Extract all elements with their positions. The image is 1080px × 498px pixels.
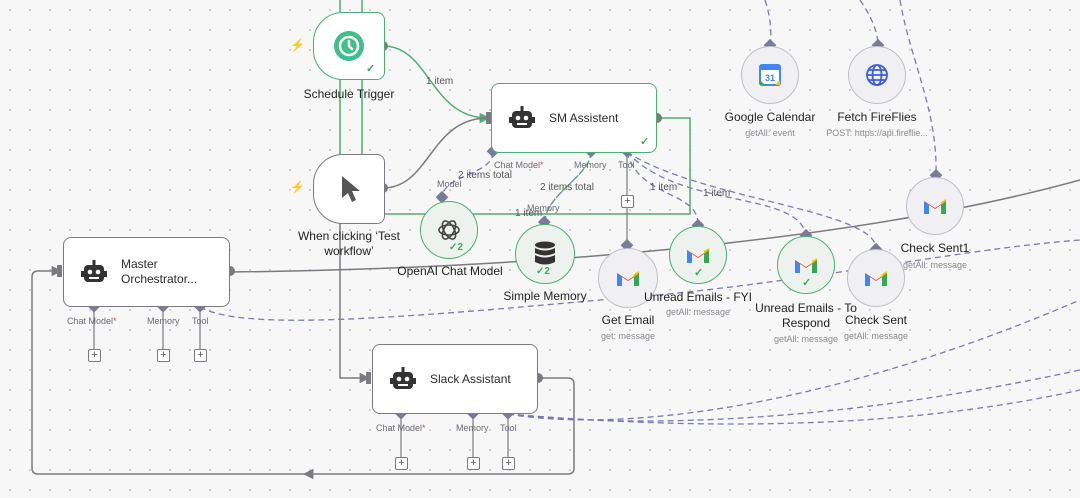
gmail-icon (687, 248, 709, 263)
gmail-icon (865, 271, 887, 286)
globe-icon (866, 64, 888, 86)
google-calendar-icon: 31 (759, 64, 781, 86)
sm-assistent-title: SM Assistent (549, 110, 619, 125)
gmail-icon (617, 271, 639, 286)
openai-chat-model-label: OpenAI Chat Model (397, 264, 503, 278)
port-chat-model-label: Chat Model* (494, 160, 544, 170)
port-memory-label: Memory (456, 423, 489, 433)
robot-icon (390, 367, 416, 389)
unread-emails-fyi-label: Unread Emails - FYI (643, 290, 753, 304)
robot-icon (509, 106, 535, 128)
master-orchestrator-node[interactable]: Master Orchestrator... (63, 237, 230, 307)
check-sent1-node[interactable] (906, 177, 964, 235)
simple-memory-node[interactable]: ✓2 (515, 224, 575, 284)
bolt-icon: ⚡ (290, 38, 305, 52)
connection-label: 1 item (650, 182, 678, 193)
check-sent1-label: Check Sent1 (900, 241, 970, 255)
wire-sm-out (383, 117, 691, 215)
robot-icon (81, 260, 107, 282)
check-icon: ✓ (694, 267, 704, 279)
port-tool-label: Tool (618, 160, 635, 170)
google-calendar-subtitle: getAll: event (745, 128, 795, 138)
check-sent1-subtitle: getAll: message (902, 260, 968, 270)
unread-emails-respond-node[interactable]: ✓ (777, 236, 835, 294)
port-memory-label: Memory (147, 316, 180, 326)
google-calendar-label: Google Calendar (724, 110, 816, 124)
port-tool-label: Tool (500, 423, 517, 433)
schedule-trigger-label: Schedule Trigger (303, 87, 395, 101)
check-sent-label: Check Sent (844, 313, 908, 327)
unread-emails-fyi-subtitle: getAll: message (665, 307, 731, 317)
cursor-icon (342, 176, 360, 202)
connection-label: 2 items total (540, 182, 594, 193)
gmail-icon (924, 199, 946, 214)
wire-top-green (339, 0, 363, 12)
openai-icon (438, 220, 460, 240)
get-email-label: Get Email (601, 313, 655, 327)
sm-assistent-node[interactable]: SM Assistent ✓ (491, 83, 657, 153)
add-chat-model-button[interactable]: + (88, 349, 101, 362)
wire-manual-to-sm (382, 117, 489, 189)
wire-master-out (229, 179, 1080, 273)
wire-slack-out (302, 377, 575, 480)
add-memory-button[interactable]: + (467, 457, 480, 470)
port-model-label: Model (437, 179, 462, 189)
run-count-badge: ✓2 (449, 242, 463, 253)
get-email-node[interactable] (598, 248, 658, 308)
master-orchestrator-title: Master Orchestrator... (121, 257, 198, 286)
connection-label: 2 items total (458, 170, 512, 181)
get-email-subtitle: get: message (600, 331, 656, 341)
svg-text:31: 31 (765, 73, 775, 83)
connection-label: 1 item (426, 76, 454, 87)
manual-trigger-node[interactable] (313, 154, 385, 224)
port-chat-model-label: Chat Model* (376, 423, 426, 433)
add-tool-button[interactable]: + (621, 195, 634, 208)
manual-trigger-label: When clicking ‘Test workflow’ (297, 229, 401, 258)
database-icon (535, 241, 555, 265)
check-icon: ✓ (366, 63, 376, 75)
wire-loop-left (31, 265, 305, 475)
port-memory-label: Memory (527, 203, 560, 213)
unread-emails-respond-subtitle: getAll: message (773, 334, 839, 344)
clock-icon (334, 31, 364, 61)
wire-green-vertical (339, 78, 363, 155)
fetch-fireflies-subtitle: POST: https://api.fireflie... (826, 128, 928, 138)
add-memory-button[interactable]: + (157, 349, 170, 362)
fetch-fireflies-label: Fetch FireFlies (837, 110, 917, 124)
bolt-icon: ⚡ (290, 180, 305, 194)
schedule-trigger-node[interactable]: ✓ (313, 12, 385, 80)
connection-label: 1 item (515, 208, 543, 219)
simple-memory-label: Simple Memory (503, 289, 587, 303)
add-tool-button[interactable]: + (502, 457, 515, 470)
check-icon: ✓ (802, 277, 812, 289)
google-calendar-node[interactable]: 31 (741, 46, 799, 104)
unread-emails-fyi-node[interactable]: ✓ (669, 226, 727, 284)
slack-assistant-node[interactable]: Slack Assistant (372, 344, 538, 414)
wire-left-vertical (339, 222, 371, 384)
port-tool-label: Tool (192, 316, 209, 326)
wire-schedule-to-sm (382, 45, 491, 124)
add-chat-model-button[interactable]: + (395, 457, 408, 470)
fetch-fireflies-node[interactable] (848, 46, 906, 104)
check-icon: ✓ (640, 136, 650, 148)
port-memory-label: Memory (574, 160, 607, 170)
add-tool-button[interactable]: + (194, 349, 207, 362)
check-sent-node[interactable] (847, 249, 905, 307)
openai-chat-model-node[interactable]: ✓2 (420, 201, 478, 259)
unread-emails-respond-label: Unread Emails - To Respond (755, 301, 857, 330)
connection-label: 1 item (703, 188, 731, 199)
gmail-icon (795, 258, 817, 273)
run-count-badge: ✓2 (536, 266, 550, 277)
port-chat-model-label: Chat Model* (67, 316, 117, 326)
slack-assistant-title: Slack Assistant (430, 371, 511, 386)
check-sent-subtitle: getAll: message (843, 331, 909, 341)
